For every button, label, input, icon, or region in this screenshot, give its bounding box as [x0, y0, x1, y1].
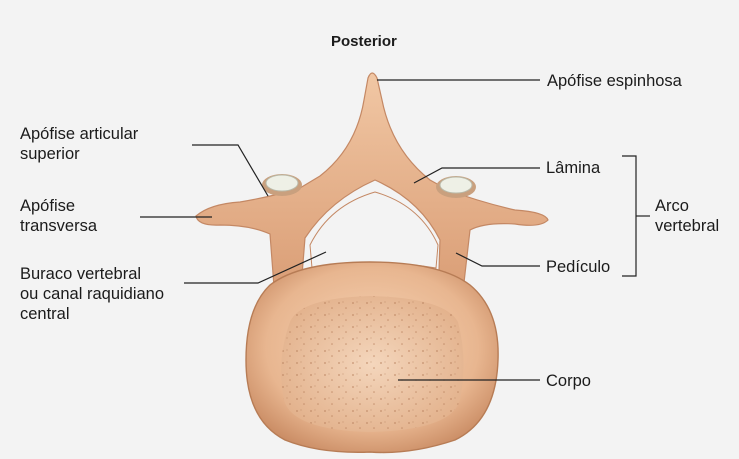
label-line: central [20, 304, 164, 324]
label-body: Corpo [546, 371, 591, 391]
label-line: superior [20, 144, 138, 164]
label-vertebral-foramen: Buraco vertebral ou canal raquidiano cen… [20, 264, 164, 324]
vertebral-body-shape [246, 262, 498, 453]
label-superior-articular-process: Apófise articular superior [20, 124, 138, 164]
label-lamina: Lâmina [546, 158, 600, 178]
label-line: ou canal raquidiano [20, 284, 164, 304]
label-pedicle: Pedículo [546, 257, 610, 277]
orientation-label: Posterior [331, 33, 397, 50]
cartilage-left [266, 175, 298, 191]
label-line: Apófise [20, 196, 97, 216]
label-line: Apófise articular [20, 124, 138, 144]
label-line: transversa [20, 216, 97, 236]
label-line: Buraco vertebral [20, 264, 164, 284]
label-line: vertebral [655, 216, 719, 236]
cartilage-right [440, 177, 472, 193]
label-line: Arco [655, 196, 719, 216]
label-vertebral-arch: Arco vertebral [655, 196, 719, 236]
label-spinous-process: Apófise espinhosa [547, 71, 682, 91]
label-transverse-process: Apófise transversa [20, 196, 97, 236]
